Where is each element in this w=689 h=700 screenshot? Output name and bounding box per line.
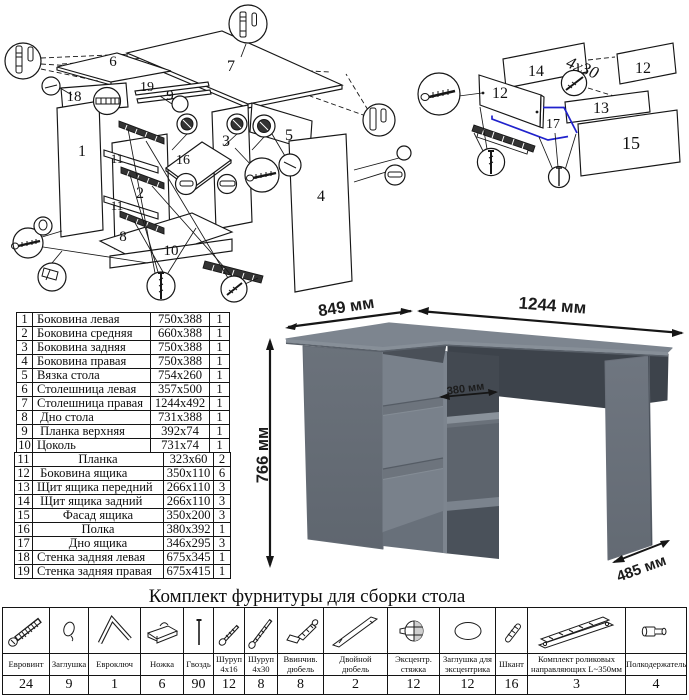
svg-text:14: 14 <box>528 63 544 80</box>
svg-text:8: 8 <box>119 229 127 245</box>
svg-text:9: 9 <box>166 88 174 104</box>
svg-text:380 мм: 380 мм <box>446 380 485 397</box>
svg-text:11: 11 <box>111 151 124 166</box>
svg-text:18: 18 <box>67 89 82 105</box>
svg-text:1244 мм: 1244 мм <box>518 293 587 317</box>
svg-text:12: 12 <box>635 60 651 77</box>
svg-text:13: 13 <box>593 100 609 117</box>
svg-text:2: 2 <box>136 185 144 202</box>
svg-text:4: 4 <box>317 188 325 205</box>
svg-text:15: 15 <box>622 133 640 153</box>
svg-text:766 мм: 766 мм <box>254 427 272 484</box>
svg-text:6: 6 <box>109 54 117 70</box>
svg-text:19: 19 <box>140 80 154 95</box>
svg-text:3: 3 <box>222 133 230 150</box>
svg-text:5: 5 <box>285 127 293 144</box>
svg-text:11: 11 <box>111 198 124 213</box>
svg-text:16: 16 <box>176 153 190 168</box>
svg-text:1: 1 <box>78 143 86 160</box>
svg-text:12: 12 <box>492 85 508 102</box>
svg-text:10: 10 <box>164 243 179 259</box>
svg-text:17: 17 <box>546 117 560 132</box>
svg-text:7: 7 <box>227 58 235 75</box>
